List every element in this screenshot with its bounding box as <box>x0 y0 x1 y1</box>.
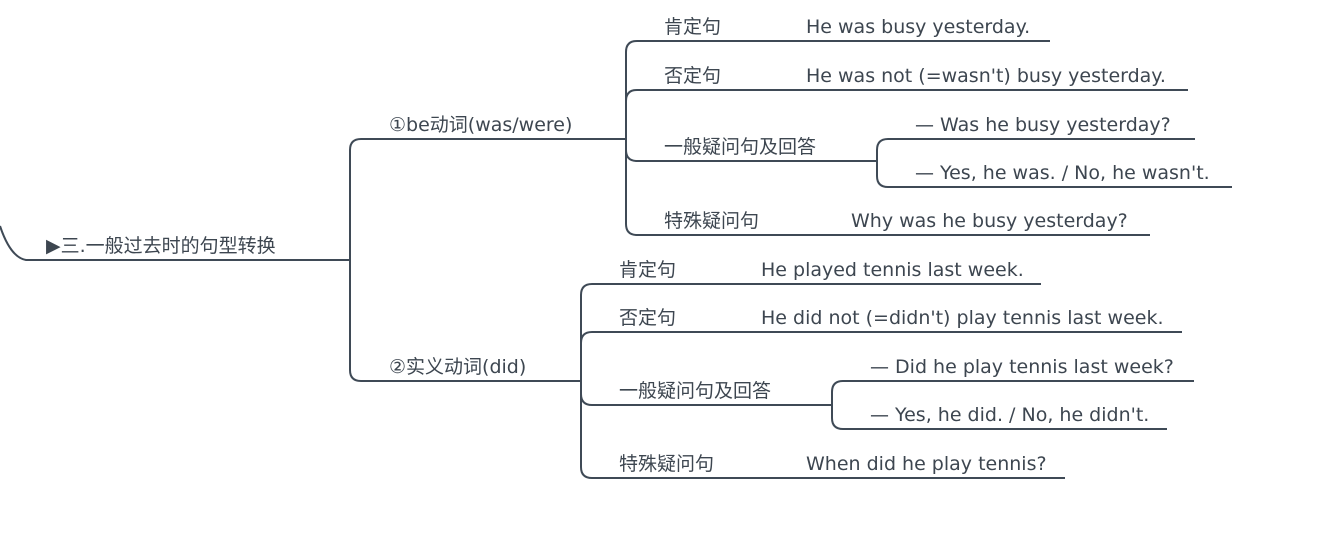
b2-general-question-label[interactable]: 一般疑问句及回答 <box>619 380 771 402</box>
branch1-bracket-c <box>625 139 664 162</box>
branch2-bracket <box>580 283 619 381</box>
root-bracket-lower <box>349 260 388 382</box>
branch2-bracket-c <box>580 381 619 406</box>
branch2-topic[interactable]: ②实义动词(did) <box>389 356 526 378</box>
b2-affirmative-example[interactable]: He played tennis last week. <box>761 259 1024 281</box>
b2-negative-example[interactable]: He did not (=didn't) play tennis last we… <box>761 307 1164 329</box>
b1-answer-example[interactable]: — Yes, he was. / No, he wasn't. <box>915 162 1210 184</box>
b1-negative-label[interactable]: 否定句 <box>664 65 721 87</box>
b2-question-bracket <box>831 380 1194 405</box>
root-incoming-connector <box>0 225 48 261</box>
branch1-bracket-b <box>625 89 664 139</box>
b1-answer-bracket <box>876 161 1232 188</box>
b2-negative-label[interactable]: 否定句 <box>619 307 676 329</box>
b1-special-question-label[interactable]: 特殊疑问句 <box>664 210 759 232</box>
root-bracket <box>349 138 388 260</box>
b2-affirmative-label[interactable]: 肯定句 <box>619 259 676 281</box>
b2-special-question-label[interactable]: 特殊疑问句 <box>619 453 714 475</box>
branch1-bracket <box>625 40 664 139</box>
b1-negative-example[interactable]: He was not (=wasn't) busy yesterday. <box>806 65 1166 87</box>
branch2-bracket-d <box>580 381 619 479</box>
branch1-topic[interactable]: ①be动词(was/were) <box>389 114 572 136</box>
branch2-bracket-b <box>580 331 619 381</box>
b1-affirmative-label[interactable]: 肯定句 <box>664 16 721 38</box>
b1-affirmative-example[interactable]: He was busy yesterday. <box>806 16 1030 38</box>
b2-special-question-example[interactable]: When did he play tennis? <box>806 453 1047 475</box>
b1-general-question-label[interactable]: 一般疑问句及回答 <box>664 136 816 158</box>
b1-special-question-example[interactable]: Why was he busy yesterday? <box>851 210 1128 232</box>
b2-answer-bracket <box>831 405 1167 430</box>
root-topic[interactable]: ▶三.一般过去时的句型转换 <box>46 235 276 257</box>
b2-answer-example[interactable]: — Yes, he did. / No, he didn't. <box>870 404 1149 426</box>
b1-question-bracket <box>876 138 1195 161</box>
b2-question-example[interactable]: — Did he play tennis last week? <box>870 356 1174 378</box>
b1-question-example[interactable]: — Was he busy yesterday? <box>915 114 1171 136</box>
branch1-bracket-d <box>625 139 664 236</box>
